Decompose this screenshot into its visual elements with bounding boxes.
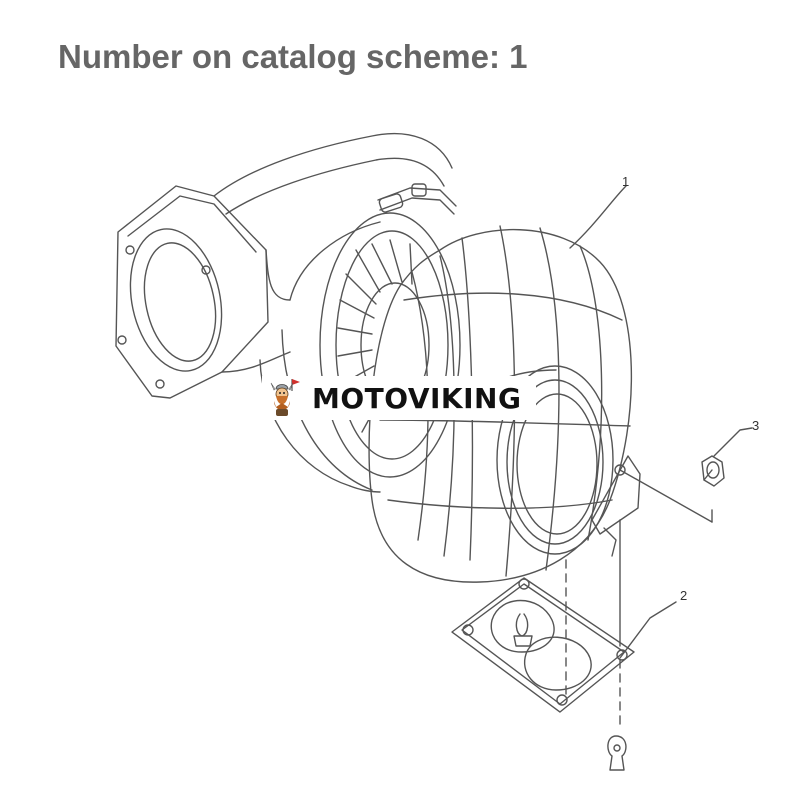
- gasket: [451, 577, 635, 713]
- page-title: Number on catalog scheme: 1: [58, 38, 528, 75]
- mounting-stud: [607, 735, 627, 771]
- compressor-wheel: [319, 212, 461, 478]
- brand-name: MOTOVIKING: [312, 381, 522, 415]
- assembly-guide-lines: [565, 469, 713, 729]
- brand-watermark: MOTOVIKING: [262, 376, 536, 420]
- clamp-band: [377, 183, 457, 215]
- viking-mascot-icon: [270, 379, 300, 416]
- callout-label-1: 1: [622, 174, 629, 189]
- turbine-housing: [368, 225, 633, 583]
- callout-leaders: [569, 185, 753, 659]
- compressor-housing: [213, 132, 453, 493]
- callout-label-3: 3: [752, 418, 759, 433]
- callout-label-2: 2: [680, 588, 687, 603]
- turbine-mounting-flange: [591, 455, 641, 557]
- nut: [701, 455, 725, 487]
- inlet-flange: [115, 185, 269, 399]
- turbine-outlet: [496, 365, 614, 555]
